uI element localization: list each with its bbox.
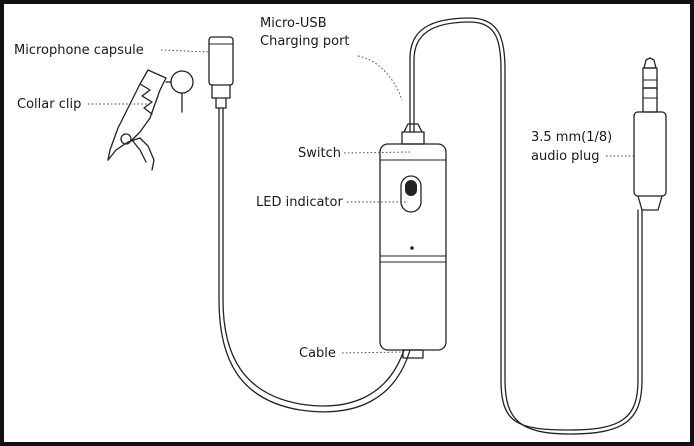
led-dot [410,246,414,250]
capsule-cable [218,107,411,413]
label-switch: Switch [298,146,341,161]
label-audio-plug: audio plug [531,149,600,164]
label-cable: Cable [299,346,336,361]
switch-slider [400,175,422,213]
audio-plug [633,57,667,211]
label-collar-clip: Collar clip [17,97,81,112]
label-charging-port: Charging port [260,34,350,49]
microphone-capsule [208,36,234,109]
capsule-cable-inner [222,107,405,407]
label-led-indicator: LED indicator [256,195,343,210]
label-microphone-capsule: Microphone capsule [14,43,144,58]
label-audio-plug-size: 3.5 mm(1/8) [531,130,612,145]
charging-cable [409,17,643,435]
collar-clip [107,69,194,171]
control-box [379,123,447,359]
lavalier-mic-diagram: Microphone capsule Collar clip Micro-USB… [14,16,667,435]
charging-cable-inner [413,21,639,431]
label-micro-usb: Micro-USB [260,16,327,31]
